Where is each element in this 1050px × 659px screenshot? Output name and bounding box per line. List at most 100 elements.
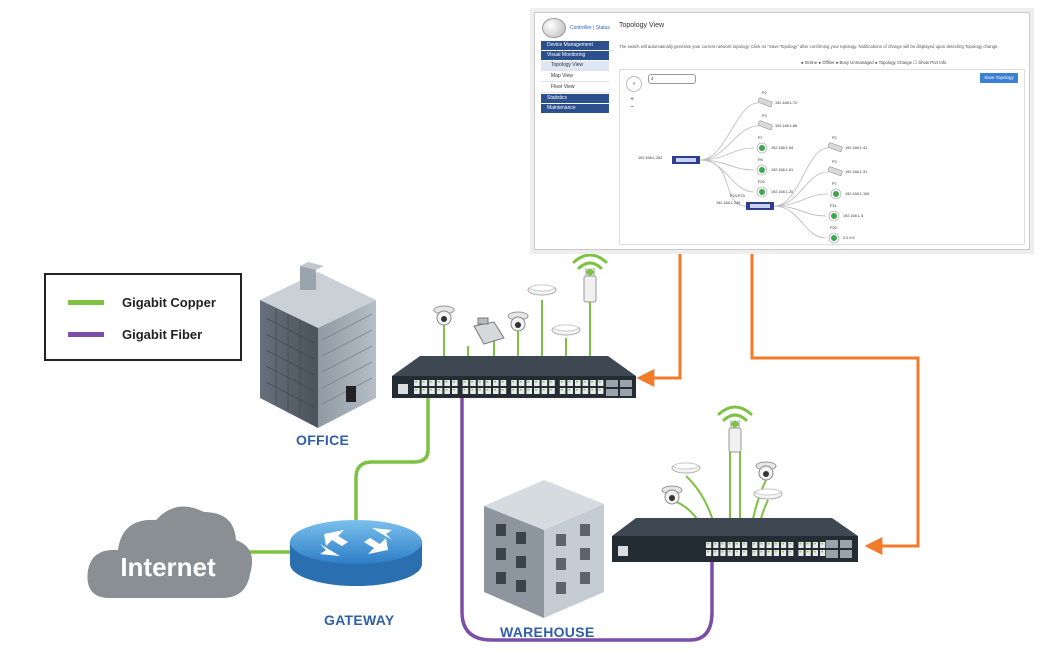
legend-swatch-fiber <box>68 332 104 337</box>
switch-port <box>429 380 435 386</box>
topology-camera-node[interactable] <box>827 142 843 152</box>
switch-port <box>820 550 826 556</box>
topology-camera-node[interactable] <box>757 120 773 130</box>
port-led <box>728 551 731 553</box>
sidebar-item-statistics[interactable]: Statistics <box>541 94 609 103</box>
port-led <box>501 389 504 391</box>
port-led <box>550 389 553 391</box>
topology-uplink <box>699 159 747 207</box>
topology-link <box>773 193 829 207</box>
topology-camera-node[interactable] <box>827 166 843 176</box>
topology-link <box>699 102 759 161</box>
office-camera-icon <box>433 305 455 326</box>
port-led <box>486 389 489 391</box>
office-access-point-icon <box>527 284 557 296</box>
switch-port <box>436 388 443 394</box>
port-led <box>714 551 717 553</box>
switch-port <box>759 550 765 556</box>
port-led <box>437 389 440 391</box>
port-led <box>463 389 466 391</box>
topology-camera-node[interactable] <box>757 97 773 107</box>
device-port: P7 <box>758 136 763 140</box>
internet-label: Internet <box>120 552 216 582</box>
switch-port <box>534 380 540 386</box>
device-ip: 192.168.1.61 <box>771 168 794 172</box>
online-status-icon <box>831 235 837 241</box>
port-led <box>478 381 481 383</box>
search-input[interactable]: ⌕ <box>648 74 696 84</box>
switch-port <box>526 388 532 394</box>
pan-control-icon[interactable]: ✥ <box>626 76 642 92</box>
port-led <box>527 381 530 383</box>
page-description: The switch will automatically generate y… <box>619 44 999 49</box>
port-led <box>568 389 571 391</box>
sidebar-item-topology-view[interactable]: Topology View <box>541 61 609 71</box>
sidebar-item-floor-view[interactable]: Floor View <box>541 83 609 93</box>
device-port: P11 <box>830 204 837 208</box>
port-led <box>519 389 522 391</box>
port-led <box>598 381 601 383</box>
switch-port <box>414 388 420 394</box>
switch-port <box>549 380 555 386</box>
device-port: P8 <box>758 158 763 162</box>
port-led <box>813 543 816 545</box>
port-led <box>782 551 784 553</box>
switch-port <box>518 388 525 394</box>
topology-link <box>699 147 755 161</box>
switch-port <box>452 380 458 386</box>
port-led <box>767 543 770 545</box>
device-port: P3 <box>762 114 767 118</box>
port-led <box>453 381 455 383</box>
save-topology-button[interactable]: Save Topology <box>980 73 1018 83</box>
breadcrumb[interactable]: Controller | Status <box>570 25 610 31</box>
switch-port <box>590 380 596 386</box>
port-led <box>707 543 709 545</box>
sidebar-item-map-view[interactable]: Map View <box>541 72 609 82</box>
sidebar-item-visual-monitoring[interactable]: Visual Monitoring <box>541 51 609 60</box>
switch-port <box>759 542 765 548</box>
port-led <box>415 389 417 391</box>
port-led <box>774 551 777 553</box>
switch-port <box>752 550 758 556</box>
port-led <box>714 543 717 545</box>
warehouse-outdoor-access-point-icon <box>728 420 742 453</box>
switch-port <box>414 380 420 386</box>
internet-cloud-icon: Internet <box>87 506 253 598</box>
switch-port <box>444 388 450 394</box>
legend-item-copper: Gigabit Copper <box>68 295 216 310</box>
port-led <box>494 381 496 383</box>
port-led <box>760 543 763 545</box>
port-led <box>512 389 515 391</box>
online-status-icon <box>759 145 765 151</box>
zoom-out-icon[interactable]: − <box>630 104 635 111</box>
online-status-icon <box>833 191 839 197</box>
port-led <box>821 543 823 545</box>
sidebar-item-device-management[interactable]: Device Management <box>541 41 609 50</box>
switch-port <box>436 380 443 386</box>
second-switch-ip: 192.168.1.249 <box>716 201 741 205</box>
copper-link-switch-gateway <box>354 390 430 520</box>
topology-canvas[interactable]: ✥ + − ⌕ Save Topology 192.168.1.252 P24-… <box>619 69 1025 245</box>
sidebar-item-maintenance[interactable]: Maintenance <box>541 104 609 113</box>
online-status-icon <box>831 213 837 219</box>
switch-port <box>470 388 476 394</box>
device-port: P2 <box>832 136 837 140</box>
gateway-label: GATEWAY <box>324 612 395 628</box>
port-led <box>478 389 481 391</box>
switch-port <box>493 380 499 386</box>
device-ip: 192.168.1.20 <box>771 190 794 194</box>
switch-port <box>773 542 779 548</box>
switch-port <box>511 388 517 394</box>
switch-port <box>526 380 532 386</box>
legend-label-fiber: Gigabit Fiber <box>122 327 203 342</box>
zoom-in-icon[interactable]: + <box>630 96 635 103</box>
ip-phone-icon <box>473 317 505 345</box>
office-access-point-icon <box>551 324 581 336</box>
switch-port <box>559 380 566 386</box>
switch-port <box>706 550 712 556</box>
switch-port <box>812 542 818 548</box>
switch-port <box>575 380 581 386</box>
switch-port <box>462 388 469 394</box>
port-led <box>735 543 738 545</box>
switch-port <box>582 388 589 394</box>
